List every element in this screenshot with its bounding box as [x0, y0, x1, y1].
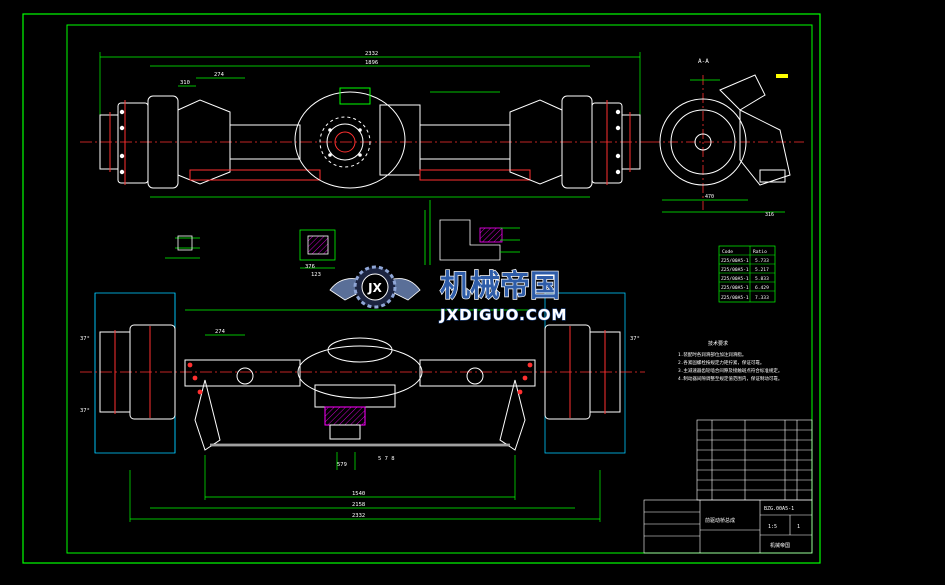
drawing-scale: 1:5 [768, 524, 777, 530]
logo-letters: JX [367, 281, 382, 295]
dim-overall-width: 2332 [352, 513, 365, 519]
parts-cell: 5.217 [755, 267, 769, 273]
parts-cell: Z25/00A5-1 [721, 295, 749, 301]
dimensions-top: 2332 1896 274 310 [180, 51, 378, 86]
dim-offset: 310 [180, 80, 190, 86]
watermark-en: JXDIGUO.COM [439, 306, 567, 324]
dim-overall: 2332 [365, 51, 378, 57]
tech-notes-title: 技术要求 [708, 340, 728, 347]
drawing-frame [22, 13, 821, 564]
dim-track: 1896 [365, 60, 378, 66]
parts-cell: Z25/00A5-1 [721, 258, 749, 264]
dim-kingpin: 274 [214, 72, 225, 78]
technical-requirements: 技术要求 1.装配时各润滑部位加注润滑脂。 2.各紧固螺栓按规定力矩拧紧，保证可… [678, 340, 782, 382]
angle-left-top: 37° [80, 336, 90, 342]
angle-left-bottom: 37° [80, 408, 90, 414]
drawing-number: BZG.00A5-1 [764, 506, 794, 512]
watermark: JX 机械帝国 JXDIGUO.COM [329, 265, 567, 325]
dim-center-a: 579 [337, 462, 347, 468]
title-block [643, 419, 813, 554]
parts-cell: 5.733 [755, 258, 769, 264]
sheet-number: 1 [797, 524, 800, 530]
drawing-name: 前驱动桥总成 [705, 517, 735, 524]
dim-kingpin-span: 1540 [352, 491, 365, 497]
parts-header-code: Code [722, 249, 733, 255]
dim-center-b: 376 [305, 264, 315, 270]
tech-note-line: 3.主减速器齿轮啮合间隙及接触斑点符合标准规定。 [678, 367, 782, 374]
dim-center-c: 123 [311, 272, 321, 278]
parts-cell: Z25/00A5-1 [721, 285, 749, 291]
dim-section-width: 316 [765, 212, 774, 218]
dimensions-bottom: 1540 2158 2332 274 579 376 123 5 7 8 37°… [80, 264, 640, 519]
parts-cell: Z25/00A5-1 [721, 276, 749, 282]
company-name: 机械帝国 [770, 542, 790, 549]
dim-center-d: 5 7 8 [378, 456, 395, 462]
tech-note-line: 2.各紧固螺栓按规定力矩拧紧，保证可靠。 [678, 359, 764, 366]
parts-header-ratio: Ratio [753, 249, 767, 255]
parts-cell: 7.333 [755, 295, 769, 301]
parts-cell: Z25/00A5-1 [721, 267, 749, 273]
tech-note-line: 4.制动器间隙调整至规定值范围内，保证制动可靠。 [678, 375, 782, 382]
parts-cell: 5.833 [755, 276, 769, 282]
axle-front-view [80, 52, 650, 198]
angle-right: 37° [630, 336, 640, 342]
gear-wings-logo: JX [329, 265, 421, 309]
parts-table: Code Ratio Z25/00A5-1 5.733 Z25/00A5-1 5… [718, 245, 776, 303]
tech-note-line: 1.装配时各润滑部位加注润滑脂。 [678, 351, 746, 358]
dim-track-width: 2158 [352, 502, 365, 508]
title-block-text: BZG.00A5-1 前驱动桥总成 1:5 1 机械帝国 [705, 506, 800, 549]
axle-plan-view [80, 292, 645, 522]
dim-section-height: 470 [705, 194, 714, 200]
section-a-a [650, 74, 805, 213]
watermark-cn: 机械帝国 [440, 269, 560, 304]
section-label: A-A [698, 58, 709, 65]
detail-views [165, 200, 520, 269]
dim-arm: 274 [215, 329, 226, 335]
parts-cell: 6.429 [755, 285, 769, 291]
dimensions-left-view: 316 470 [705, 194, 774, 218]
